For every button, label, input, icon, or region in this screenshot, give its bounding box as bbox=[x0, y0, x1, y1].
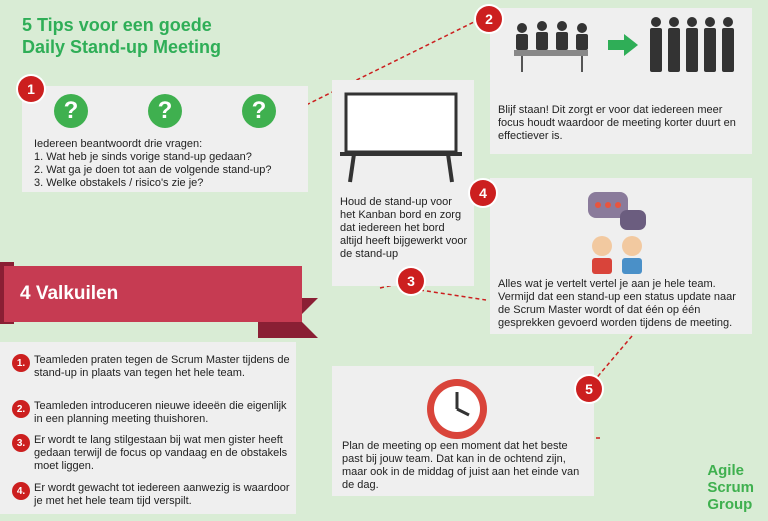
title-line-1: 5 Tips voor een goede bbox=[22, 15, 212, 35]
tip-2-text: Blijf staan! Dit zorgt er voor dat ieder… bbox=[498, 104, 736, 142]
tip-1-text: Iedereen beantwoordt drie vragen: 1. Wat… bbox=[34, 138, 304, 190]
tip-1-badge: 1 bbox=[18, 76, 44, 102]
question-icon: ? bbox=[242, 94, 276, 128]
title-line-2: Daily Stand-up Meeting bbox=[22, 37, 222, 57]
kanban-board-icon bbox=[340, 92, 462, 183]
agile-scrum-group-logo: Agile Scrum Group bbox=[707, 462, 754, 513]
logo-line-3: Group bbox=[707, 496, 753, 513]
tip-1-card: ? ? ? Iedereen beantwoordt drie vragen: … bbox=[22, 86, 308, 192]
tip-2-badge: 2 bbox=[476, 6, 502, 32]
tip-3-card: Houd de stand-up voor het Kanban bord en… bbox=[332, 80, 474, 286]
valkuil-text: Er wordt te lang stilgestaan bij wat men… bbox=[34, 434, 288, 472]
valkuil-text: Er wordt gewacht tot iedereen aanwezig i… bbox=[34, 482, 290, 507]
valkuil-number: 1. bbox=[12, 354, 30, 372]
valkuil-number: 2. bbox=[12, 400, 30, 418]
meeting-people-illustration bbox=[514, 17, 734, 72]
tip-4-card: Alles wat je vertelt vertel je aan je he… bbox=[490, 178, 752, 334]
valkuil-text: Teamleden introduceren nieuwe ideeën die… bbox=[34, 400, 287, 425]
valkuilen-title: 4 Valkuilen bbox=[20, 283, 119, 304]
tip-2-card: Blijf staan! Dit zorgt er voor dat ieder… bbox=[490, 8, 752, 154]
logo-line-1: Agile bbox=[707, 462, 744, 479]
valkuilen-ribbon bbox=[0, 262, 318, 338]
tip-1-intro: Iedereen beantwoordt drie vragen: bbox=[34, 138, 203, 150]
tip-1-question: 1. Wat heb je sinds vorige stand-up geda… bbox=[34, 151, 252, 163]
tip-5-text: Plan de meeting op een moment dat het be… bbox=[342, 440, 580, 491]
valkuilen-card: 1. Teamleden praten tegen de Scrum Maste… bbox=[0, 342, 296, 514]
valkuil-number: 4. bbox=[12, 482, 30, 500]
valkuil-text: Teamleden praten tegen de Scrum Master t… bbox=[34, 354, 290, 379]
tip-5-card: Plan de meeting op een moment dat het be… bbox=[332, 366, 594, 496]
clock-icon bbox=[427, 379, 487, 439]
question-icon: ? bbox=[148, 94, 182, 128]
tip-4-text: Alles wat je vertelt vertel je aan je he… bbox=[498, 278, 736, 329]
valkuil-number: 3. bbox=[12, 434, 30, 452]
logo-line-2: Scrum bbox=[707, 479, 754, 496]
tip-3-text: Houd de stand-up voor het Kanban bord en… bbox=[340, 196, 468, 260]
tip-3-badge: 3 bbox=[398, 268, 424, 294]
question-icon: ? bbox=[54, 94, 88, 128]
page-title: 5 Tips voor een goede Daily Stand-up Mee… bbox=[22, 14, 221, 58]
chat-people-illustration bbox=[588, 192, 646, 274]
tip-5-badge: 5 bbox=[576, 376, 602, 402]
tip-1-question: 2. Wat ga je doen tot aan de volgende st… bbox=[34, 164, 272, 176]
tip-4-badge: 4 bbox=[470, 180, 496, 206]
tip-1-question: 3. Welke obstakels / risico's zie je? bbox=[34, 177, 204, 189]
